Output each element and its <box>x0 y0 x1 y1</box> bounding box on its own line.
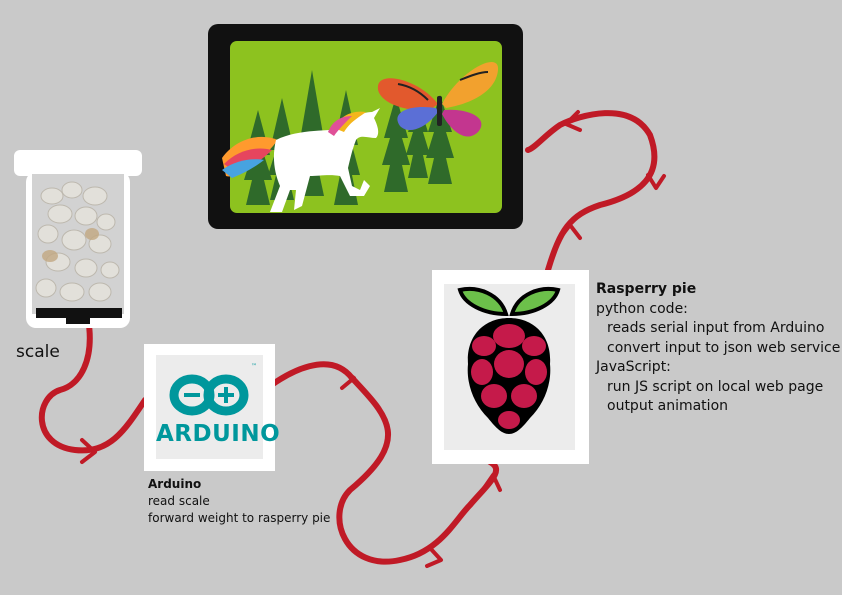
tablet-display-icon <box>208 24 523 229</box>
arrowhead-icon <box>646 173 666 190</box>
arduino-line: forward weight to rasperry pie <box>148 511 331 525</box>
raspberry-pi-title: Rasperry pie <box>596 281 697 297</box>
scale-jar-icon <box>14 150 142 328</box>
raspberry-pi-line: JavaScript: <box>596 359 671 375</box>
raspberry-pi-line: output animation <box>607 398 729 414</box>
arrowhead-icon <box>558 223 582 240</box>
arduino-title: Arduino <box>148 477 202 491</box>
flow-path-scale-to-arduino <box>38 315 148 454</box>
arduino-caption: Arduino read scale forward weight to ras… <box>148 476 330 527</box>
unicorn-icon <box>222 108 380 212</box>
arrowhead-icon <box>425 546 443 568</box>
arduino-infinity-icon <box>169 374 249 416</box>
raspberry-pi-line: reads serial input from Arduino <box>607 320 825 336</box>
raspberry-pi-caption: Rasperry pie python code: reads serial i… <box>596 280 840 417</box>
arrowhead-icon <box>338 366 356 390</box>
trademark-mark: ™ <box>251 363 257 370</box>
arduino-logo-icon: ™ ARDUINO <box>156 355 281 459</box>
raspberry-icon <box>457 287 561 434</box>
butterfly-icon <box>377 62 499 137</box>
arrowhead-icon <box>482 473 502 492</box>
arrowhead-icon <box>564 110 582 132</box>
raspberry-pi-line: convert input to json web service <box>607 339 841 356</box>
flow-path-pi-to-screen <box>525 110 658 273</box>
scale-label: scale <box>16 342 60 362</box>
arduino-card: ™ ARDUINO <box>144 344 281 471</box>
raspberry-pi-line: run JS script on local web page <box>607 378 824 395</box>
raspberry-pi-logo-icon <box>444 284 575 450</box>
arduino-line: read scale <box>148 494 210 508</box>
raspberry-pi-line: python code: <box>596 300 688 317</box>
arrowhead-icon <box>80 438 97 464</box>
arduino-logo-text: ARDUINO <box>156 421 281 447</box>
raspberry-pi-card <box>432 270 589 464</box>
flow-arrowheads <box>80 110 666 568</box>
